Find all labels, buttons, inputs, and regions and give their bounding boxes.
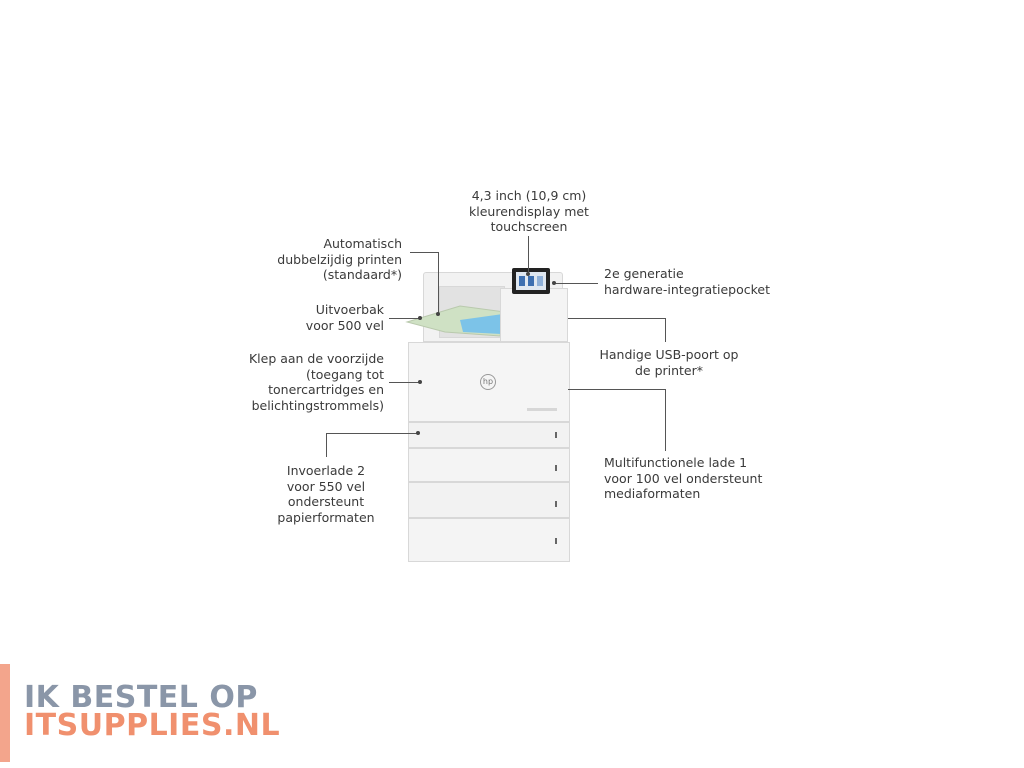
logo-line-2: ITSUPPLIES.NL xyxy=(24,708,281,743)
callout-line-tray2-v xyxy=(326,433,327,457)
tray-4 xyxy=(408,482,570,518)
callout-line-tray1-h xyxy=(568,389,666,390)
callout-line-duplex-v xyxy=(438,252,439,314)
logo-accent-bar xyxy=(0,664,10,762)
model-label xyxy=(527,408,557,411)
tray-handle xyxy=(555,501,557,507)
callout-line-tray2-h xyxy=(326,433,418,434)
callout-dot xyxy=(418,380,422,384)
callout-line-output xyxy=(389,318,419,319)
tray-2 xyxy=(408,422,570,448)
callout-line-usb-h xyxy=(568,318,666,319)
callout-line-usb-v xyxy=(665,318,666,342)
tray-handle xyxy=(555,432,557,438)
logo-line-1: IK BESTEL OP xyxy=(24,680,258,715)
callout-line-duplex-h xyxy=(410,252,438,253)
right-upper-section xyxy=(500,288,568,342)
callout-dot xyxy=(418,316,422,320)
output-paper xyxy=(405,305,506,337)
callout-dot xyxy=(436,312,440,316)
touchscreen-display xyxy=(512,268,550,294)
label-output-bin: Uitvoerbak voor 500 vel xyxy=(305,302,384,333)
printer-illustration: hp xyxy=(405,268,570,566)
callout-dot xyxy=(416,431,420,435)
label-tray2: Invoerlade 2 voor 550 vel ondersteunt pa… xyxy=(277,463,375,525)
callout-line-front-door xyxy=(389,382,419,383)
tray-handle xyxy=(555,538,557,544)
label-display: 4,3 inch (10,9 cm) kleurendisplay met to… xyxy=(469,188,589,234)
label-pocket: 2e generatie hardware-integratiepocket xyxy=(604,266,771,297)
label-duplex: Automatisch dubbelzijdig printen (standa… xyxy=(277,236,402,282)
label-front-door: Klep aan de voorzijde (toegang tot toner… xyxy=(248,351,384,413)
tray-3 xyxy=(408,448,570,482)
callout-dot xyxy=(552,281,556,285)
label-tray1: Multifunctionele lade 1 voor 100 vel ond… xyxy=(604,455,763,501)
callout-dot xyxy=(526,272,530,276)
tray-handle xyxy=(555,465,557,471)
callout-line-display xyxy=(528,236,529,274)
tray-5 xyxy=(408,518,570,562)
label-usb: Handige USB-poort op de printer* xyxy=(599,347,739,378)
hp-logo-icon: hp xyxy=(480,374,496,390)
callout-line-pocket xyxy=(554,283,598,284)
callout-line-tray1-v xyxy=(665,389,666,451)
